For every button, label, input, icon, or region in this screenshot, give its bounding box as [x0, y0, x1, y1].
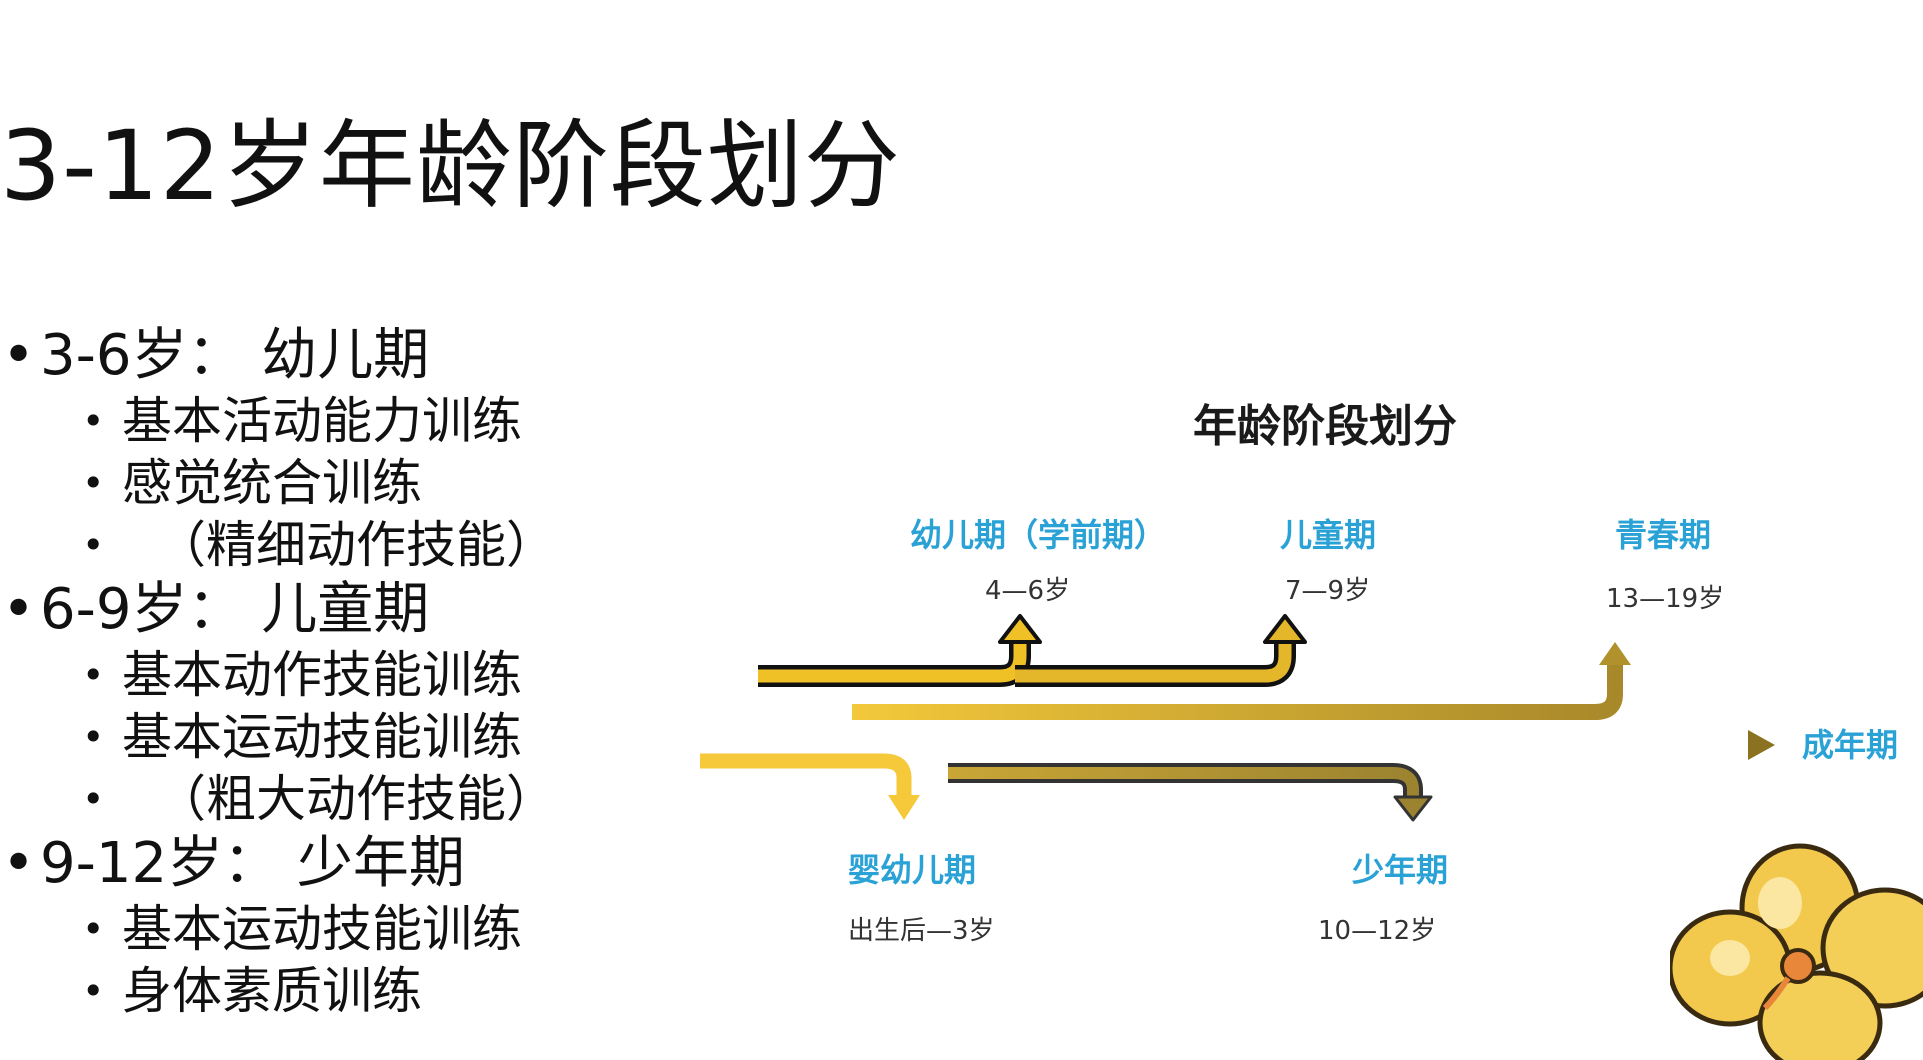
bullet-heading: 3-6岁： 幼儿期 — [0, 322, 700, 390]
stage-name-juvenile: 少年期 — [1352, 851, 1449, 889]
arrow-adult-head — [1748, 730, 1775, 760]
stage-name-preschool: 幼儿期（学前期） — [910, 516, 1167, 554]
bullet-heading: 6-9岁： 儿童期 — [0, 576, 700, 644]
flower-icon — [1670, 843, 1923, 1060]
arrow-infant — [700, 753, 912, 798]
stage-name-adult: 成年期 — [1802, 726, 1899, 764]
age-stage-diagram: 年龄阶段划分 幼儿期（学前期） 4—6岁 儿童期 7—9岁 青春期 13—19岁… — [700, 380, 1923, 980]
stage-age-juvenile: 10—12岁 — [1318, 916, 1437, 946]
arrow-adolescent — [852, 662, 1623, 720]
arrow-juvenile-head — [1393, 795, 1433, 822]
bullet-item: 基本运动技能训练 — [0, 898, 700, 960]
diagram-title: 年龄阶段划分 — [1193, 401, 1457, 452]
arrow-infant-head — [888, 795, 920, 820]
slide-title: 3-12岁年龄阶段划分 — [0, 110, 901, 222]
bullet-item: 基本活动能力训练 — [0, 390, 700, 452]
stage-name-adolescent: 青春期 — [1615, 516, 1712, 554]
bullet-item: 感觉统合训练 — [0, 452, 700, 514]
bullet-item: （精细动作技能） — [0, 514, 700, 576]
bullet-item: 基本动作技能训练 — [0, 644, 700, 706]
bullet-heading: 9-12岁： 少年期 — [0, 830, 700, 898]
arrow-adolescent-head — [1599, 642, 1631, 665]
bullet-item: 身体素质训练 — [0, 960, 700, 1022]
arrow-preschool-head — [998, 614, 1042, 644]
bullet-item: 基本运动技能训练 — [0, 706, 700, 768]
stage-arrows — [700, 614, 1775, 822]
stage-name-child: 儿童期 — [1280, 516, 1377, 554]
stage-age-infant: 出生后—3岁 — [848, 916, 995, 946]
stage-age-child: 7—9岁 — [1285, 576, 1371, 606]
stage-age-adolescent: 13—19岁 — [1606, 584, 1725, 614]
bullet-item: （粗大动作技能） — [0, 768, 700, 830]
bullet-outline: 3-6岁： 幼儿期 基本活动能力训练 感觉统合训练 （精细动作技能） 6-9岁：… — [0, 322, 700, 1022]
stage-age-preschool: 4—6岁 — [985, 576, 1071, 606]
arrow-child-head — [1263, 614, 1307, 644]
stage-name-infant: 婴幼儿期 — [848, 851, 977, 889]
